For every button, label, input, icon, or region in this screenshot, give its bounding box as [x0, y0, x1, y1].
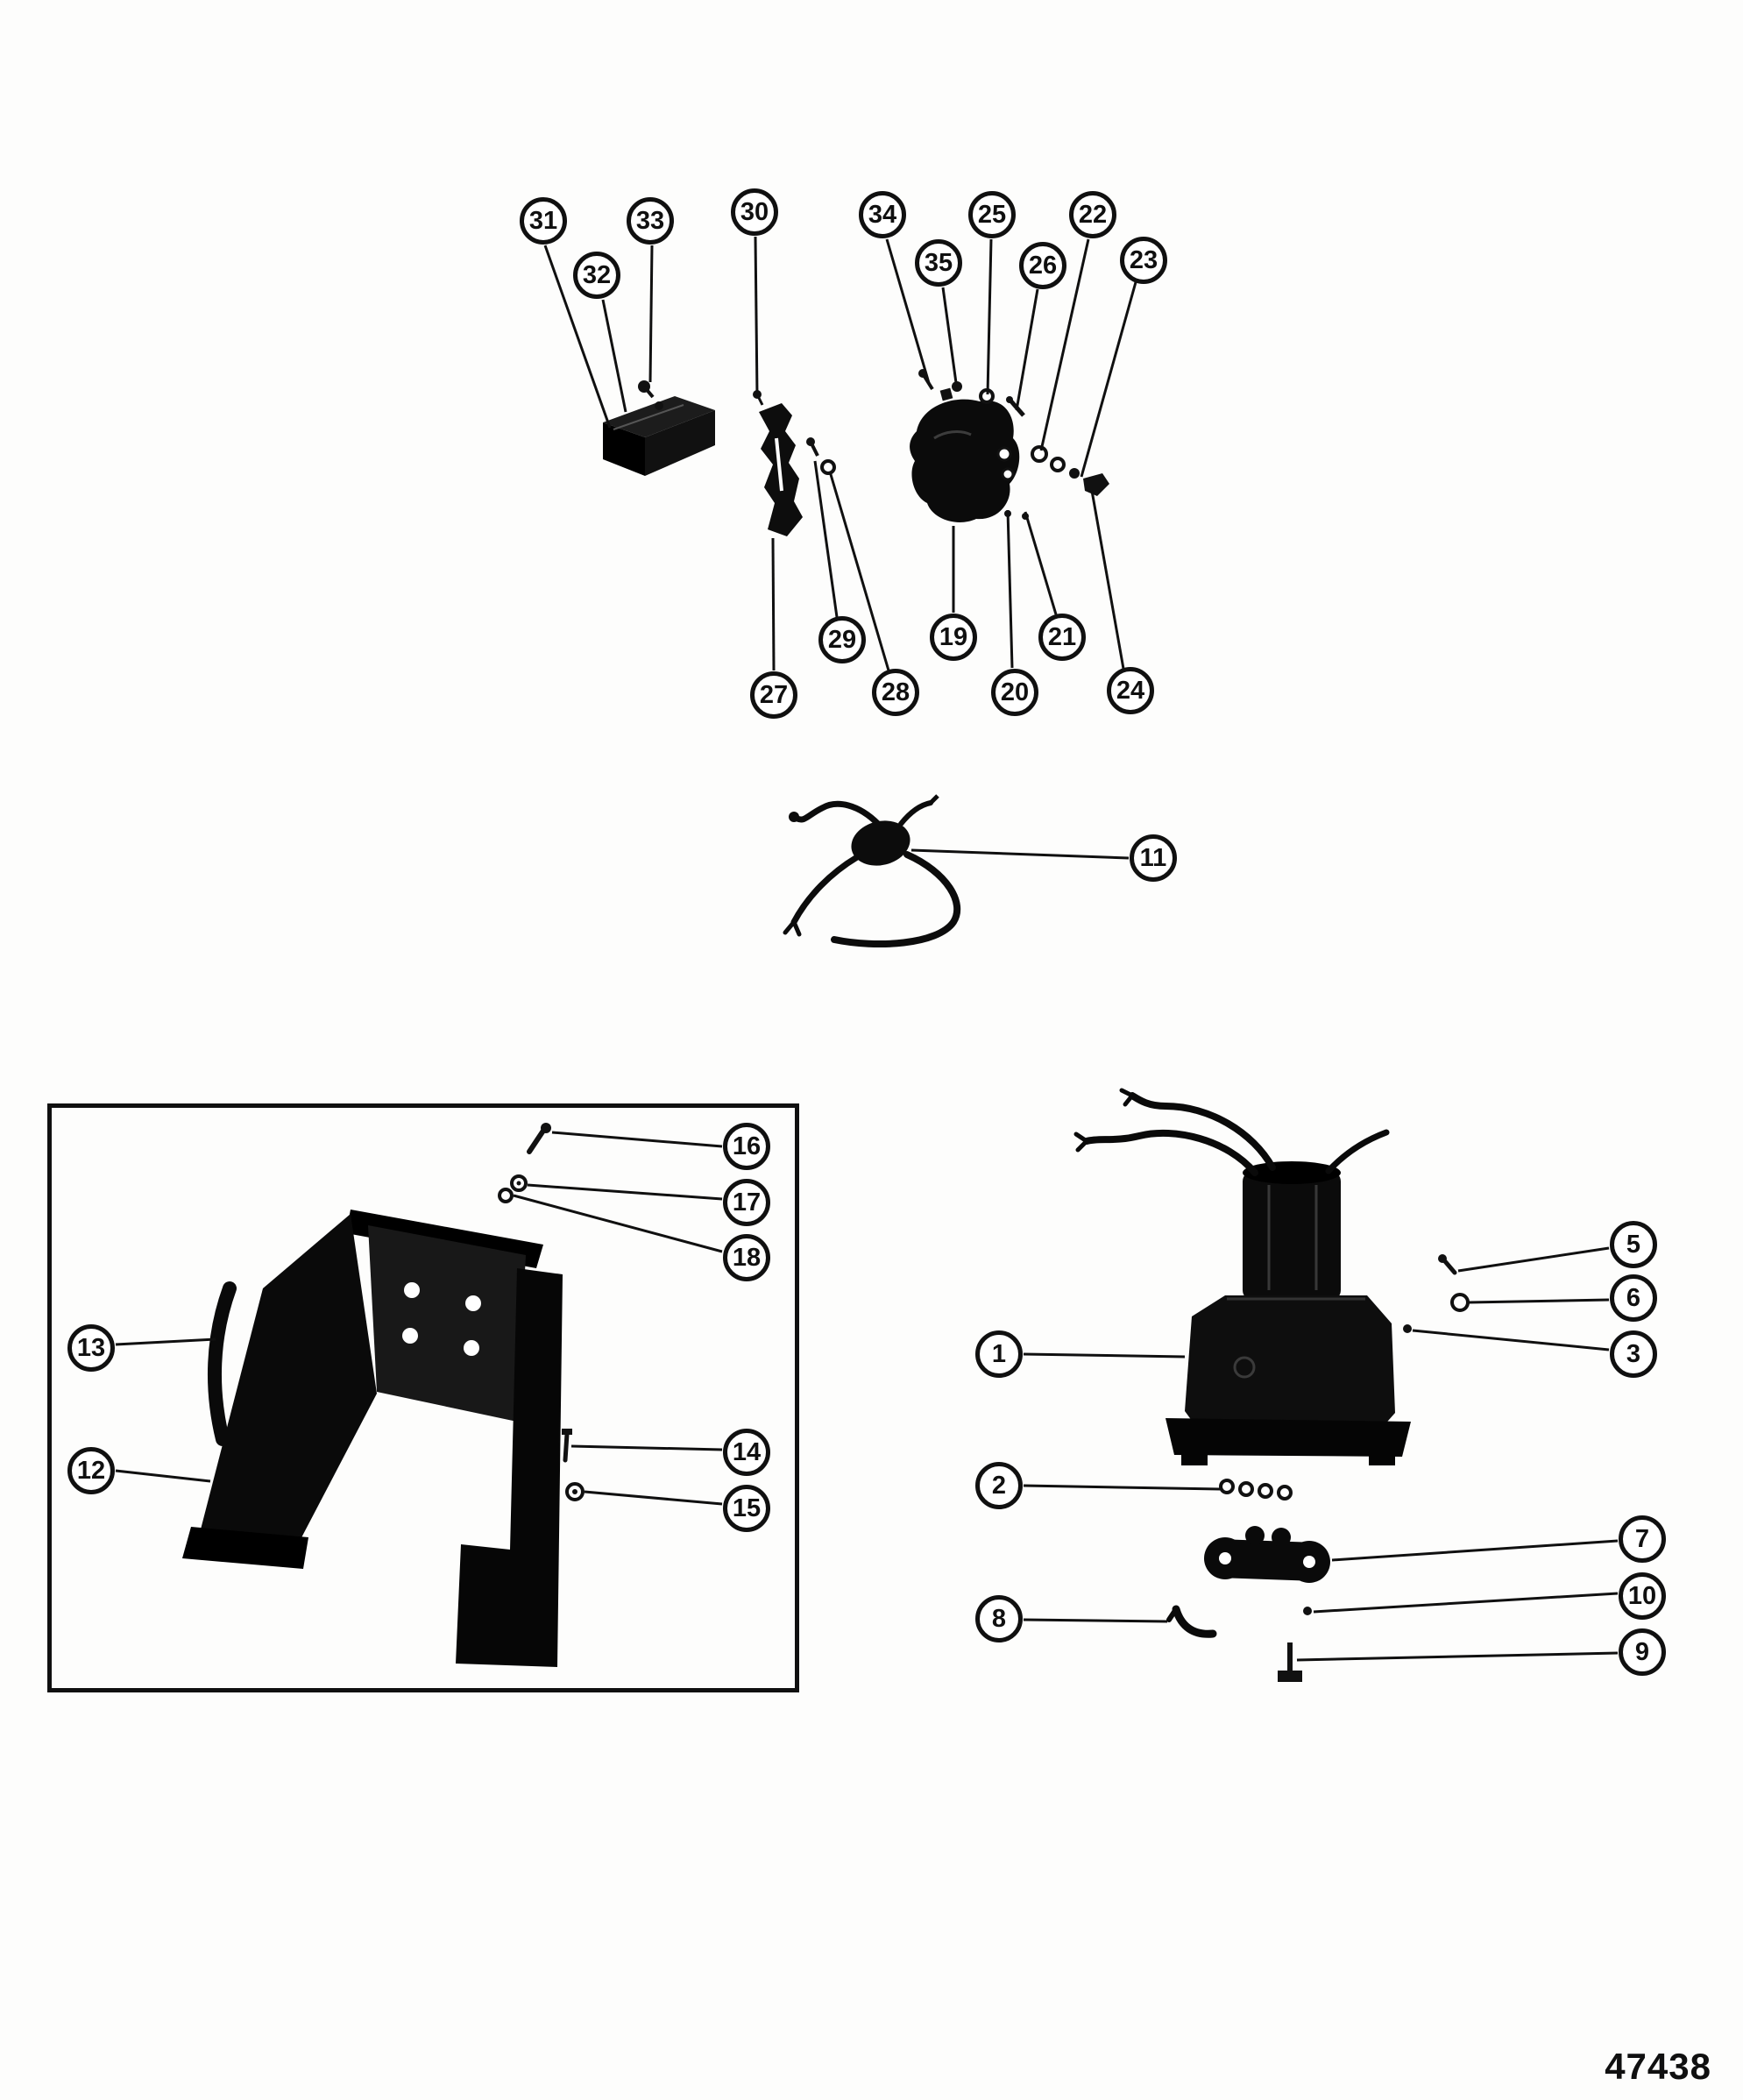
callout-17: 17: [723, 1179, 770, 1226]
callout-28: 28: [872, 669, 919, 716]
callout-33: 33: [627, 197, 674, 245]
callout-10: 10: [1619, 1572, 1666, 1620]
callout-27: 27: [750, 671, 797, 719]
bracket-hardware: [806, 437, 836, 475]
o-ring-set-part: [1219, 1479, 1293, 1501]
vertical-bracket-part: [753, 390, 803, 536]
callout-32: 32: [573, 252, 620, 299]
trim-pump-assembly: [1073, 1088, 1411, 1465]
leader-line-17: [527, 1183, 723, 1201]
callout-30: 30: [731, 188, 778, 236]
pump-hardware: [1403, 1254, 1470, 1333]
leader-line-20: [1006, 509, 1014, 669]
leader-line-5: [1457, 1246, 1610, 1273]
leader-line-25: [986, 238, 993, 395]
callout-5: 5: [1610, 1221, 1657, 1268]
callout-7: 7: [1619, 1515, 1666, 1563]
callout-12: 12: [67, 1447, 115, 1494]
callout-25: 25: [968, 191, 1016, 238]
valve-body-part: [1204, 1526, 1330, 1583]
callout-2: 2: [975, 1462, 1023, 1509]
leader-line-12: [115, 1469, 211, 1483]
leader-line-22: [1039, 238, 1090, 451]
callout-23: 23: [1120, 237, 1167, 284]
callout-21: 21: [1038, 614, 1086, 661]
leader-line-10: [1313, 1592, 1619, 1614]
callout-14: 14: [723, 1429, 770, 1476]
callout-9: 9: [1619, 1628, 1666, 1676]
leader-line-7: [1331, 1539, 1619, 1562]
leader-line-30: [754, 236, 759, 397]
leader-line-24: [1090, 490, 1125, 670]
leader-line-16: [551, 1131, 723, 1148]
callout-16: 16: [723, 1123, 770, 1170]
bolt-part: [1278, 1642, 1302, 1682]
callout-15: 15: [723, 1485, 770, 1532]
callout-11: 11: [1130, 834, 1177, 882]
leader-line-18: [513, 1194, 723, 1253]
leader-line-35: [941, 287, 959, 390]
wiring-harness-part: [783, 794, 961, 948]
leader-line-27: [771, 537, 776, 671]
callout-1: 1: [975, 1330, 1023, 1378]
leader-line-28: [828, 471, 890, 671]
leader-line-13: [115, 1337, 216, 1346]
leader-line-8: [1023, 1618, 1168, 1623]
cover-hardware: [498, 1123, 585, 1501]
leader-line-32: [601, 299, 627, 413]
leader-line-14: [570, 1444, 723, 1451]
angle-bracket-part: [603, 396, 715, 476]
leader-line-11: [910, 848, 1130, 860]
leader-line-15: [584, 1490, 723, 1506]
callout-13: 13: [67, 1324, 115, 1372]
leader-line-34: [885, 238, 931, 384]
callout-19: 19: [930, 614, 977, 661]
retainer-clip-part: [1166, 1605, 1217, 1638]
callout-26: 26: [1019, 242, 1066, 289]
ignition-component-part: [910, 387, 1020, 522]
leader-line-9: [1296, 1651, 1619, 1662]
callout-18: 18: [723, 1234, 770, 1281]
leader-line-3: [1412, 1329, 1610, 1352]
leader-line-6: [1468, 1298, 1610, 1304]
leader-line-2: [1023, 1484, 1221, 1491]
callout-31: 31: [520, 197, 567, 245]
callout-3: 3: [1610, 1330, 1657, 1378]
bracket-screws: [638, 380, 663, 410]
inset-panel-border: [47, 1103, 799, 1692]
leader-line-1: [1023, 1352, 1186, 1359]
leader-lines: [115, 236, 1619, 1662]
drawing-number: 47438: [1605, 2046, 1711, 2087]
pin-part: [1303, 1607, 1312, 1615]
leader-line-21: [1024, 511, 1058, 615]
leader-line-33: [648, 245, 654, 383]
callout-22: 22: [1069, 191, 1116, 238]
leader-line-26: [1015, 288, 1039, 411]
trim-strip-part: [207, 1281, 237, 1446]
leader-line-29: [813, 460, 839, 618]
leader-line-31: [543, 245, 612, 429]
side-hardware-chain: [1004, 445, 1109, 520]
callout-20: 20: [991, 669, 1038, 716]
callout-6: 6: [1610, 1274, 1657, 1322]
callout-8: 8: [975, 1595, 1023, 1642]
callout-34: 34: [859, 191, 906, 238]
callout-29: 29: [818, 616, 866, 663]
callout-35: 35: [915, 239, 962, 287]
leader-line-23: [1080, 281, 1137, 478]
flywheel-cover-assembly: [182, 1210, 563, 1667]
callout-24: 24: [1107, 667, 1154, 714]
